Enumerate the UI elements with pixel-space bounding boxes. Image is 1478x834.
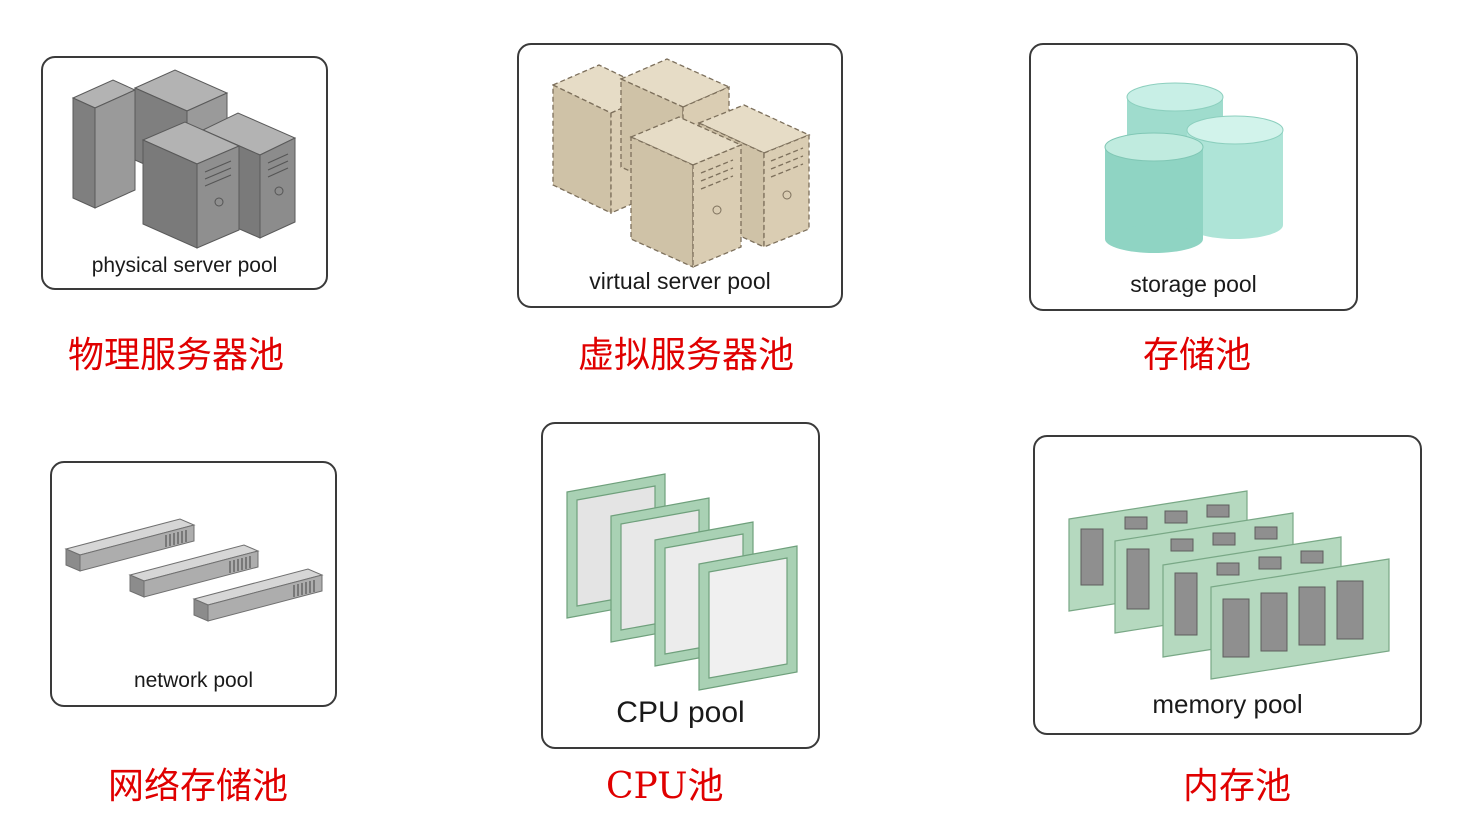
virtual-server-icon — [551, 58, 811, 269]
virtual-server-pool-card: virtual server pool — [517, 43, 843, 308]
physical-server-pool-card: physical server pool — [41, 56, 328, 290]
network-pool-label: network pool — [133, 669, 254, 692]
cpu-chip-icon — [566, 473, 798, 691]
storage-cylinders-icon — [1104, 82, 1284, 253]
storage-pool-card: storage pool — [1029, 43, 1358, 311]
memory-module-icon — [1068, 490, 1390, 680]
physical-server-icon — [71, 69, 297, 249]
cpu-pool-cn-label: CPU池 — [606, 766, 724, 807]
storage-pool-label: storage pool — [1130, 271, 1257, 297]
network-switch-icon — [64, 518, 324, 622]
physical-server-pool-cn-label: 物理服务器池 — [68, 335, 285, 376]
storage-pool-cn-label: 存储池 — [1143, 335, 1252, 376]
memory-pool-label: memory pool — [1152, 689, 1303, 719]
virtual-server-pool-label: virtual server pool — [589, 268, 771, 294]
virtual-server-pool-cn-label: 虚拟服务器池 — [578, 335, 795, 376]
network-pool-card: network pool — [50, 461, 337, 707]
cpu-pool-label: CPU pool — [616, 696, 745, 729]
memory-pool-card: memory pool — [1033, 435, 1422, 735]
network-pool-cn-label: 网络存储池 — [108, 766, 289, 807]
physical-server-pool-label: physical server pool — [91, 254, 278, 277]
cpu-pool-card: CPU pool — [541, 422, 820, 749]
memory-pool-cn-label: 内存池 — [1183, 766, 1292, 807]
